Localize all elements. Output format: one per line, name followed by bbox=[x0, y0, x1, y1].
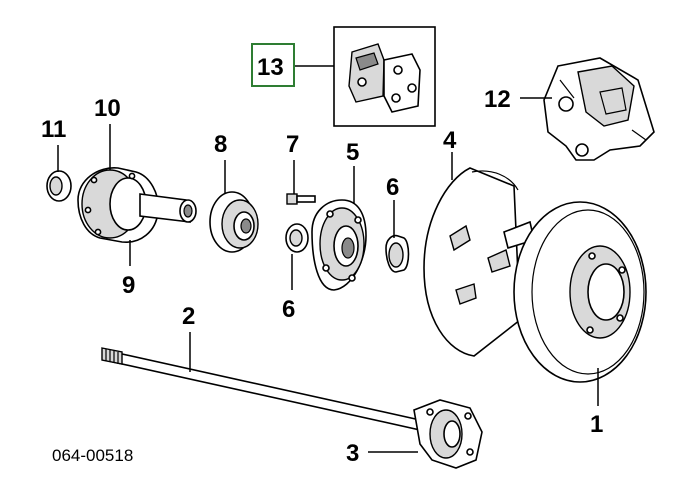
part-8-hub-bearing[interactable] bbox=[209, 191, 259, 253]
callout-1[interactable]: 1 bbox=[590, 411, 603, 438]
callout-10[interactable]: 10 bbox=[94, 95, 121, 122]
part-11-seal[interactable] bbox=[46, 170, 72, 202]
part-6-bearing-left[interactable] bbox=[285, 223, 309, 253]
part-7-bolt[interactable] bbox=[286, 193, 316, 205]
callout-8[interactable]: 8 bbox=[214, 131, 227, 158]
callout-5[interactable]: 5 bbox=[346, 139, 359, 166]
part-2-drive-shaft[interactable] bbox=[101, 347, 421, 431]
callout-13[interactable]: 13 bbox=[257, 54, 284, 81]
part-12-brake-caliper[interactable] bbox=[543, 57, 655, 161]
callout-7[interactable]: 7 bbox=[286, 131, 299, 158]
part-6-seal-right[interactable] bbox=[385, 234, 410, 273]
callout-11[interactable]: 11 bbox=[41, 116, 66, 143]
callout-4[interactable]: 4 bbox=[443, 127, 457, 154]
part-3-drive-flange[interactable] bbox=[413, 399, 483, 469]
part-5-wheel-hub[interactable] bbox=[311, 199, 367, 291]
callout-3[interactable]: 3 bbox=[346, 440, 359, 467]
part-1-brake-disc[interactable] bbox=[513, 201, 647, 383]
callout-6a[interactable]: 6 bbox=[282, 296, 295, 323]
callout-9[interactable]: 9 bbox=[122, 272, 135, 299]
part-13-brake-pads[interactable] bbox=[333, 26, 436, 127]
callout-2[interactable]: 2 bbox=[182, 303, 195, 330]
part-10-9-spindle-flange[interactable] bbox=[77, 167, 197, 243]
callout-6b[interactable]: 6 bbox=[386, 174, 399, 201]
callout-12[interactable]: 12 bbox=[484, 86, 511, 113]
callout-13-highlight-box[interactable] bbox=[251, 43, 295, 87]
drawing-code: 064-00518 bbox=[52, 446, 133, 465]
